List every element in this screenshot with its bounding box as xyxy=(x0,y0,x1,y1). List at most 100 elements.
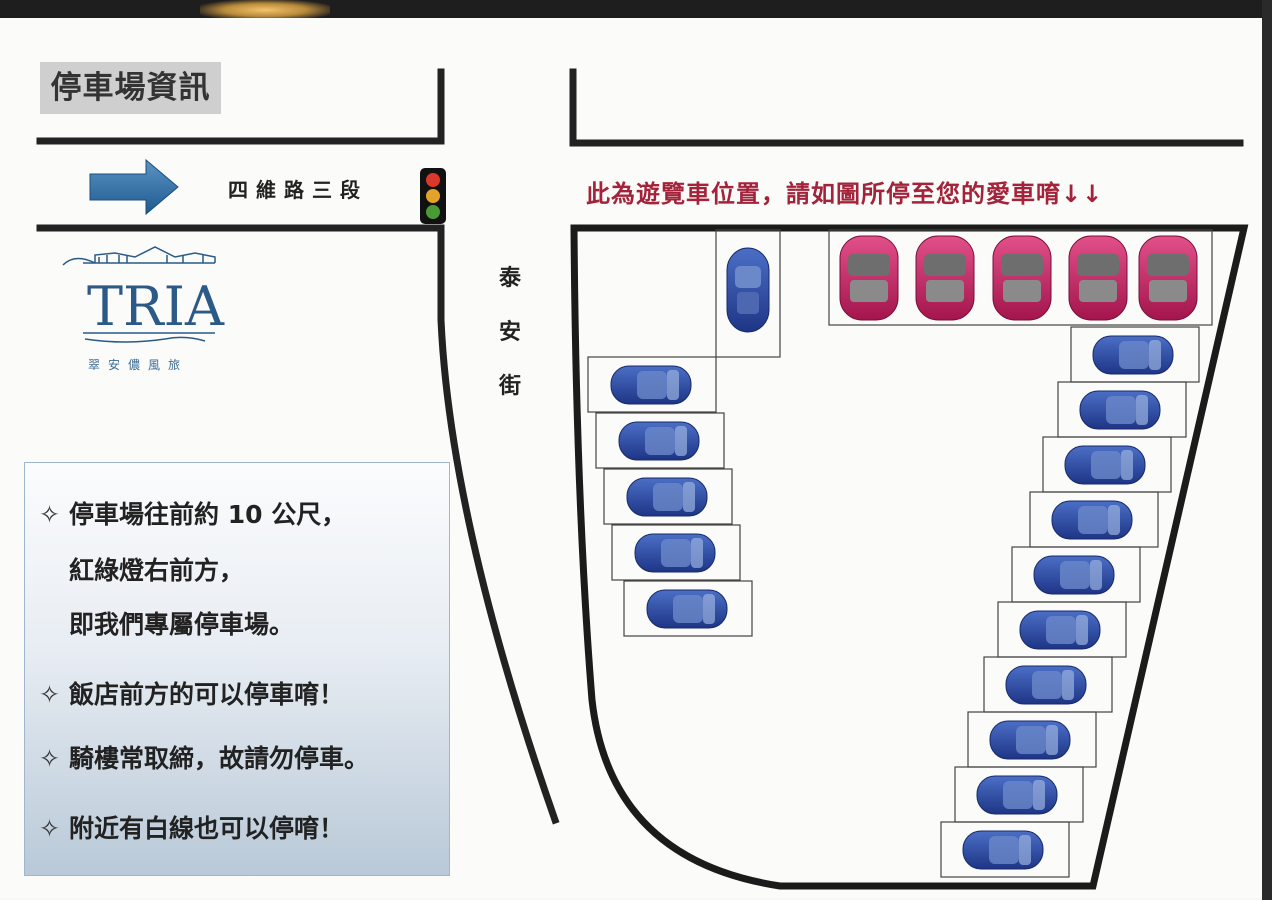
car-roof xyxy=(645,427,675,455)
sparkle-icon: ✧ xyxy=(39,680,60,709)
car-windshield xyxy=(924,254,966,276)
car-roof xyxy=(737,292,759,314)
hotel-logo: TRIANON xyxy=(62,246,225,343)
light-glare xyxy=(200,0,330,20)
car-roof xyxy=(1032,671,1062,699)
traffic-light-icon xyxy=(420,168,446,224)
car-roof xyxy=(661,539,691,567)
car-roof xyxy=(1078,506,1108,534)
bus-icon xyxy=(1138,235,1198,321)
parking-slot xyxy=(587,356,717,413)
parking-notice: 此為遊覽車位置，請如圖所停至您的愛車唷↓↓ xyxy=(586,180,1104,208)
car-windshield xyxy=(1147,254,1189,276)
info-line: 即我們專屬停車場。 xyxy=(69,610,295,639)
car-icon xyxy=(1005,665,1087,705)
car-body xyxy=(1138,235,1198,321)
sparkle-icon: ✧ xyxy=(39,500,60,529)
car-icon xyxy=(1064,445,1146,485)
car-body xyxy=(839,235,899,321)
car-roof xyxy=(653,483,683,511)
car-windshield xyxy=(1019,835,1031,865)
photo-right-border xyxy=(1262,0,1272,900)
car-body xyxy=(726,247,770,333)
parking-slot xyxy=(603,468,733,525)
car-windshield xyxy=(691,538,703,568)
car-roof xyxy=(1119,341,1149,369)
info-line: ✧附近有白線也可以停唷！ xyxy=(39,814,345,843)
street-name-vertical: 泰 安 街 xyxy=(498,252,522,414)
car-icon xyxy=(962,830,1044,870)
car-roof xyxy=(637,371,667,399)
car-windshield xyxy=(1001,254,1043,276)
car-body xyxy=(992,235,1052,321)
parking-lot-outline xyxy=(570,224,1249,890)
parking-slot xyxy=(715,229,781,358)
car-icon xyxy=(976,775,1058,815)
info-line: 紅綠燈右前方， xyxy=(69,556,245,585)
green-light xyxy=(426,205,440,219)
right-arrow-icon xyxy=(89,158,179,216)
red-light xyxy=(426,173,440,187)
car-windshield xyxy=(683,482,695,512)
sparkle-icon: ✧ xyxy=(39,814,60,843)
car-windshield xyxy=(1136,395,1148,425)
car-body xyxy=(915,235,975,321)
street-char: 安 xyxy=(498,320,521,345)
car-icon xyxy=(989,720,1071,760)
bus-icon xyxy=(915,235,975,321)
car-roof xyxy=(926,280,964,302)
car-roof xyxy=(1016,726,1046,754)
car-windshield xyxy=(1090,560,1102,590)
car-roof xyxy=(673,595,703,623)
car-windshield xyxy=(1062,670,1074,700)
info-line: ✧停車場往前約 10 公尺， xyxy=(39,500,347,529)
car-windshield xyxy=(675,426,687,456)
logo-wordmark: TRIANON xyxy=(87,275,225,338)
car-icon xyxy=(646,589,728,629)
car-icon xyxy=(634,533,716,573)
car-windshield xyxy=(703,594,715,624)
car-icon xyxy=(1033,555,1115,595)
car-icon xyxy=(618,421,700,461)
parking-slot xyxy=(611,524,741,581)
road-name-label: 四維路三段 xyxy=(228,178,368,202)
info-panel: ✧停車場往前約 10 公尺， 紅綠燈右前方， 即我們專屬停車場。 ✧飯店前方的可… xyxy=(24,462,450,876)
car-windshield xyxy=(1149,340,1161,370)
car-icon xyxy=(626,477,708,517)
car-icon xyxy=(726,247,770,333)
car-roof xyxy=(1046,616,1076,644)
bus-icon xyxy=(839,235,899,321)
car-windshield xyxy=(1108,505,1120,535)
car-roof xyxy=(1003,280,1041,302)
car-windshield xyxy=(1121,450,1133,480)
car-windshield xyxy=(848,254,890,276)
car-roof xyxy=(1106,396,1136,424)
car-icon xyxy=(1079,390,1161,430)
car-windshield xyxy=(1076,615,1088,645)
parking-slot xyxy=(623,580,753,637)
car-windshield xyxy=(1077,254,1119,276)
car-roof xyxy=(1079,280,1117,302)
street-char: 街 xyxy=(498,374,521,399)
car-icon xyxy=(610,365,692,405)
bus-parking-area xyxy=(828,229,1213,326)
car-icon xyxy=(1092,335,1174,375)
car-roof xyxy=(1149,280,1187,302)
car-roof xyxy=(1091,451,1121,479)
car-body xyxy=(1068,235,1128,321)
car-roof xyxy=(850,280,888,302)
car-icon xyxy=(1051,500,1133,540)
car-windshield xyxy=(667,370,679,400)
logo-subtitle: 翠安儂風旅 xyxy=(88,358,189,372)
car-roof xyxy=(1060,561,1090,589)
car-windshield xyxy=(1046,725,1058,755)
info-line: ✧騎樓常取締，故請勿停車。 xyxy=(39,744,370,773)
car-icon xyxy=(1019,610,1101,650)
sparkle-icon: ✧ xyxy=(39,744,60,773)
parking-slot xyxy=(595,412,725,469)
street-char: 泰 xyxy=(498,266,521,291)
car-windshield xyxy=(1033,780,1045,810)
info-line: ✧飯店前方的可以停車唷！ xyxy=(39,680,345,709)
